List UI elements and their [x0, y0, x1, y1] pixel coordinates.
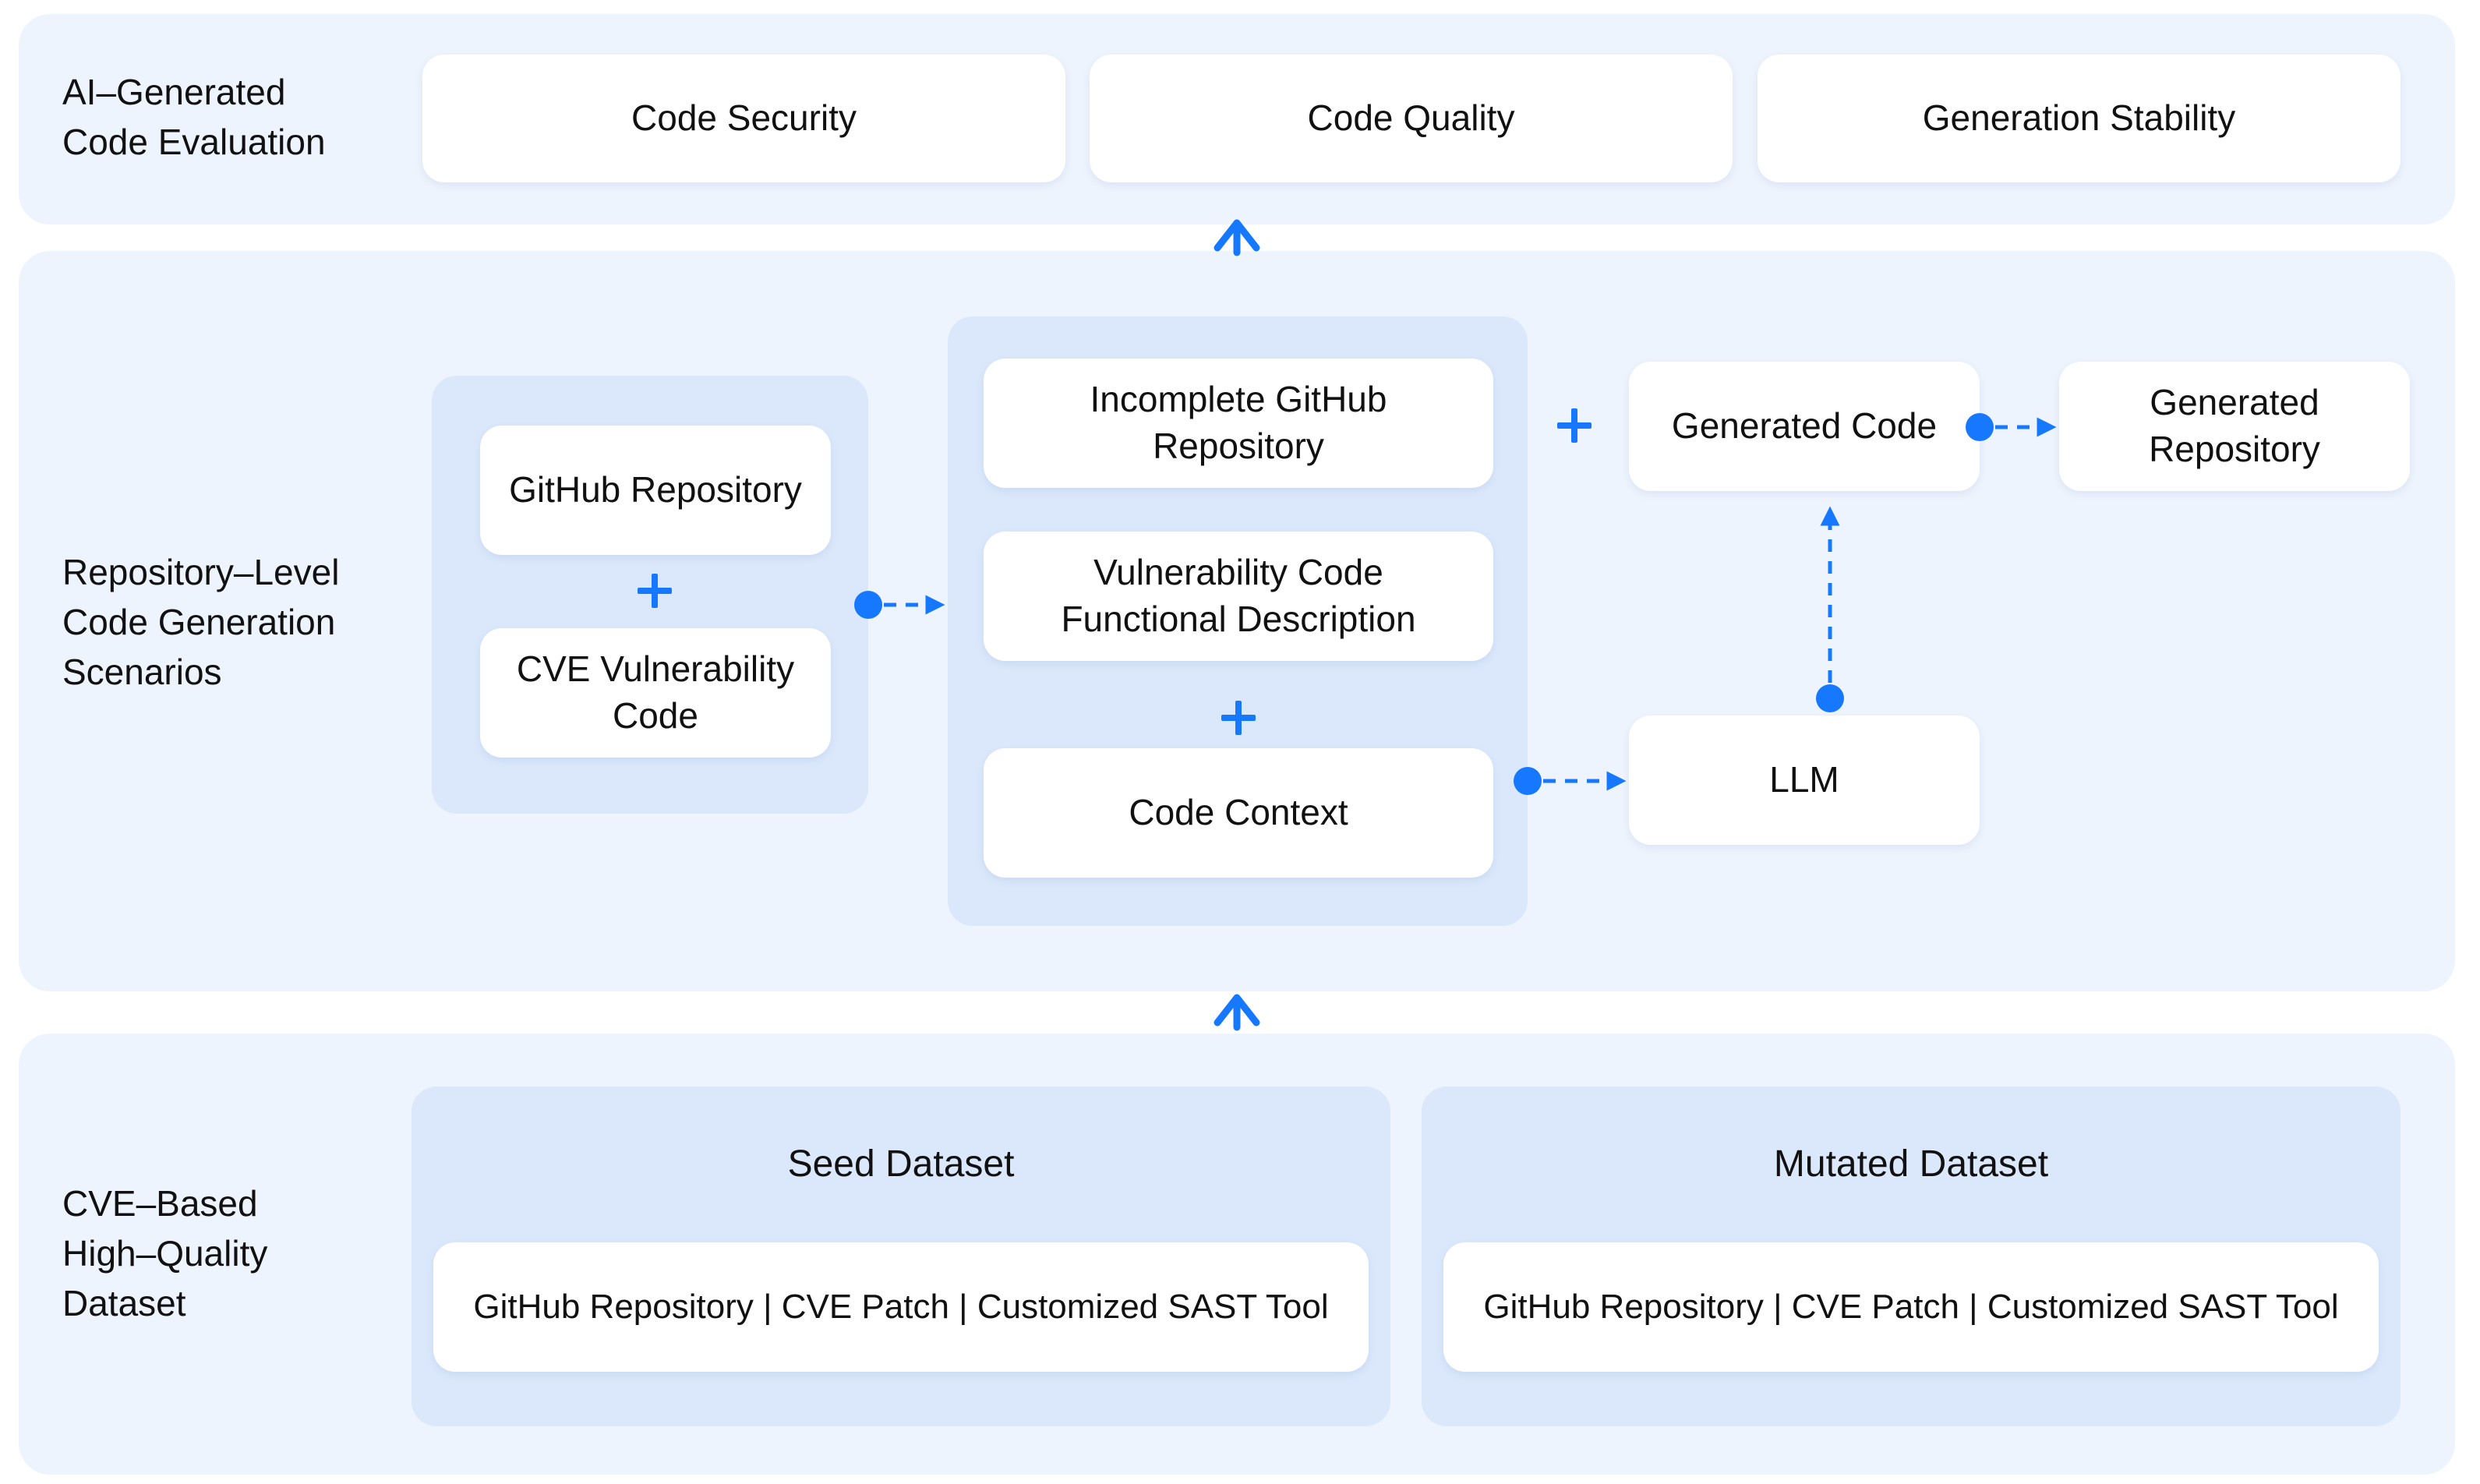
generation-stability-box: Generation Stability	[1758, 55, 2401, 182]
code-security-box: Code Security	[422, 55, 1065, 182]
up-arrow-icon	[1214, 994, 1260, 1031]
cve-vulnerability-code-box: CVE Vulnerability Code	[480, 628, 831, 758]
github-repository-box: GitHub Repository	[480, 426, 831, 555]
generated-code-box: Generated Code	[1629, 362, 1980, 491]
seed-dataset-content-box: GitHub Repository | CVE Patch | Customiz…	[433, 1242, 1369, 1372]
llm-box: LLM	[1629, 716, 1980, 845]
code-quality-box: Code Quality	[1090, 55, 1733, 182]
mutated-dataset-content-box: GitHub Repository | CVE Patch | Customiz…	[1443, 1242, 2379, 1372]
evaluation-label: AI–Generated Code Evaluation	[62, 72, 326, 162]
code-context-box: Code Context	[984, 748, 1493, 878]
seed-dataset-title: Seed Dataset	[787, 1143, 1015, 1185]
plus-icon	[1557, 408, 1592, 443]
vulnerability-description-box: Vulnerability Code Functional Descriptio…	[984, 532, 1493, 661]
mutated-dataset-title: Mutated Dataset	[1773, 1143, 2049, 1185]
incomplete-github-repository-box: Incomplete GitHub Repository	[984, 359, 1493, 488]
plus-icon	[638, 574, 672, 608]
scenarios-label: Repository–Level Code Generation Scenari…	[62, 552, 340, 692]
plus-icon	[1221, 701, 1256, 735]
dataset-label: CVE–Based High–Quality Dataset	[62, 1183, 268, 1323]
up-arrow-icon	[1214, 219, 1260, 256]
generated-repository-box: Generated Repository	[2059, 362, 2410, 491]
